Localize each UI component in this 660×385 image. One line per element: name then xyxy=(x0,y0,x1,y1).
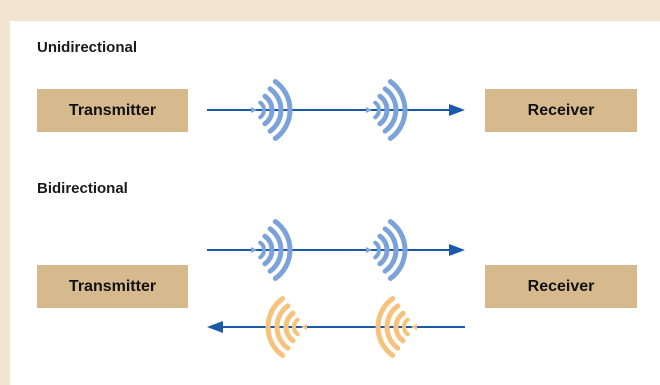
radio-wave-icon xyxy=(251,79,293,141)
transmitter-box-unidirectional: Transmitter xyxy=(37,89,188,132)
receiver-label-bidirectional: Receiver xyxy=(527,277,595,295)
radio-wave-icon xyxy=(251,219,293,281)
arrow-right-icon xyxy=(207,244,465,256)
unidirectional-title: Unidirectional xyxy=(37,39,138,56)
arrow-left-icon xyxy=(207,321,465,333)
receiver-box-bidirectional: Receiver xyxy=(485,265,637,308)
radio-wave-icon xyxy=(366,79,408,141)
diagram-panel xyxy=(10,21,660,385)
receiver-label-unidirectional: Receiver xyxy=(527,101,595,119)
arrow-right-icon xyxy=(207,104,465,116)
radio-wave-icon xyxy=(375,296,417,358)
transmitter-box-bidirectional: Transmitter xyxy=(37,265,188,308)
radio-wave-icon xyxy=(366,219,408,281)
receiver-box-unidirectional: Receiver xyxy=(485,89,637,132)
bidirectional-title: Bidirectional xyxy=(37,180,128,197)
transmitter-label-bidirectional: Transmitter xyxy=(68,277,157,295)
radio-wave-icon xyxy=(265,296,307,358)
transmitter-label-unidirectional: Transmitter xyxy=(68,101,157,119)
